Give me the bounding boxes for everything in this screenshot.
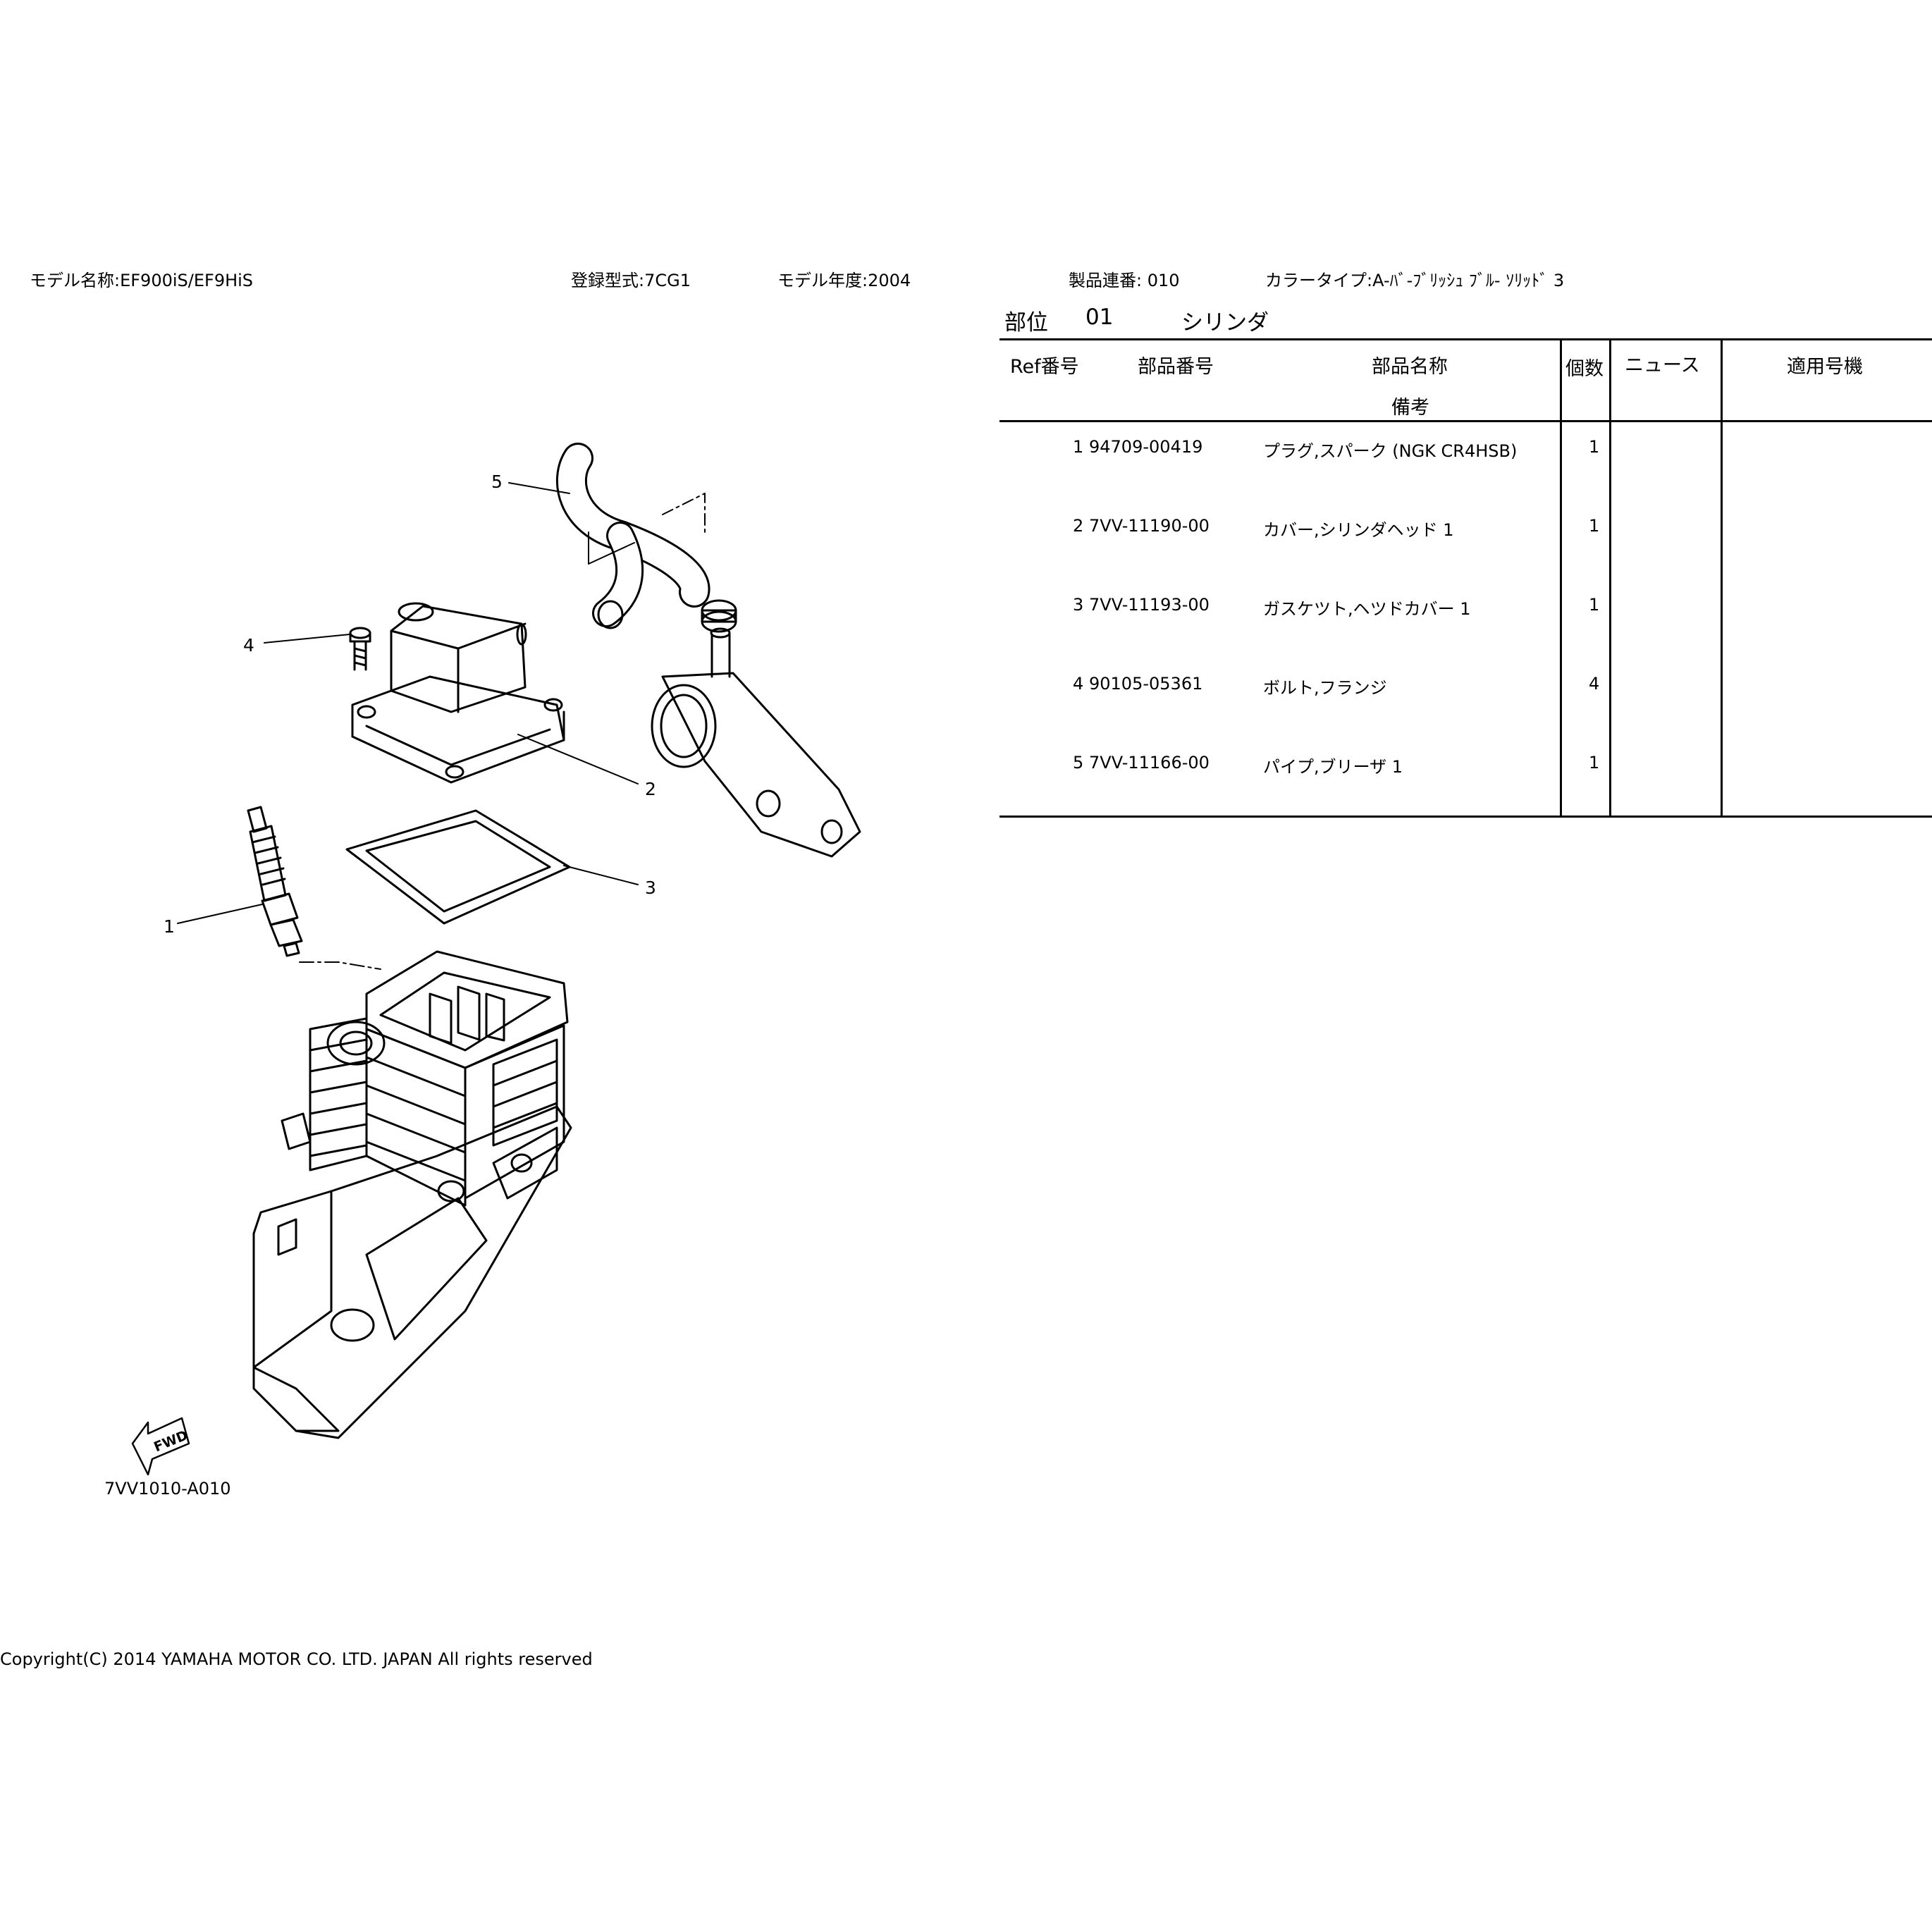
callout-5: 5 (491, 472, 503, 492)
callout-3: 3 (645, 878, 656, 898)
col-header-applicable: 適用号機 (1787, 356, 1863, 378)
callout-leaders (177, 482, 639, 924)
row-ref: 5 (1073, 753, 1084, 773)
col-header-news: ニュース (1625, 355, 1700, 376)
row-qty: 1 (1589, 595, 1600, 615)
col-header-qty: 個数 (1565, 358, 1604, 380)
breather-chamber-drawing (651, 627, 861, 858)
row-qty: 1 (1589, 753, 1600, 773)
head-cover-drawing (351, 602, 565, 784)
spark-plug-drawing (247, 806, 303, 957)
cylinder-head-drawing (309, 950, 569, 1207)
row-part-no: 7VV-11166-00 (1089, 753, 1210, 773)
flange-bolt-drawing (349, 627, 371, 671)
table-header-rule (999, 420, 1932, 422)
row-qty: 1 (1589, 437, 1600, 457)
row-qty: 1 (1589, 516, 1600, 536)
row-part-name: ボルト,フランジ (1263, 678, 1387, 698)
model-name: モデル名称:EF900iS/EF9HiS (30, 271, 254, 290)
product-serial: 製品連番: 010 (1069, 271, 1180, 290)
row-part-name: プラグ,スパーク (NGK CR4HSB) (1263, 441, 1518, 461)
row-part-name: ガスケツト,ヘツドカバー 1 (1263, 599, 1471, 619)
row-part-no: 7VV-11193-00 (1089, 595, 1210, 615)
hose-clamp-drawing (701, 599, 737, 633)
col-header-part-no: 部品番号 (1138, 356, 1214, 378)
fwd-arrow-icon: FWD (131, 1417, 190, 1476)
section-name: シリンダ (1181, 310, 1269, 336)
row-qty: 4 (1589, 674, 1600, 694)
row-part-no: 94709-00419 (1089, 437, 1203, 457)
registration-type: 登録型式:7CG1 (571, 271, 691, 290)
exploded-parts-diagram: 1 2 3 4 5 FWD 7VV1010-A010 (104, 443, 861, 1499)
crankcase-drawing (252, 1105, 572, 1439)
copyright-notice: Copyright(C) 2014 YAMAHA MOTOR CO. LTD. … (0, 1649, 593, 1669)
table-col-divider (1609, 338, 1611, 818)
section-label: 部位 (1004, 310, 1048, 336)
breather-pipe-drawing (555, 443, 710, 629)
row-ref: 2 (1073, 516, 1084, 536)
table-col-divider (1560, 338, 1562, 818)
model-year: モデル年度:2004 (777, 271, 911, 290)
row-part-no: 90105-05361 (1089, 674, 1203, 694)
callout-1: 1 (164, 916, 175, 937)
row-ref: 3 (1073, 595, 1084, 615)
figure-id: 7VV1010-A010 (104, 1479, 231, 1499)
table-top-rule (999, 338, 1932, 340)
plug-mount-line (299, 961, 381, 970)
row-part-name: パイプ,ブリーザ 1 (1263, 757, 1403, 777)
table-col-divider (1721, 338, 1723, 818)
table-bottom-rule (999, 816, 1932, 818)
section-number: 01 (1085, 304, 1114, 330)
color-type: カラータイプ:A-ﾊﾞ-ﾌﾞﾘｯｼｭ ﾌﾞﾙ- ｿﾘｯﾄﾞ 3 (1265, 271, 1565, 290)
row-part-name: カバー,シリンダヘッド 1 (1263, 520, 1454, 540)
col-header-ref: Ref番号 (1010, 356, 1079, 378)
col-header-part-name: 部品名称 (1372, 356, 1448, 378)
callout-2: 2 (645, 779, 656, 799)
row-part-no: 7VV-11190-00 (1089, 516, 1210, 536)
callout-4: 4 (243, 635, 254, 656)
gasket-drawing (345, 809, 571, 925)
row-ref: 1 (1073, 437, 1084, 457)
col-header-remarks: 備考 (1391, 397, 1429, 419)
row-ref: 4 (1073, 674, 1084, 694)
